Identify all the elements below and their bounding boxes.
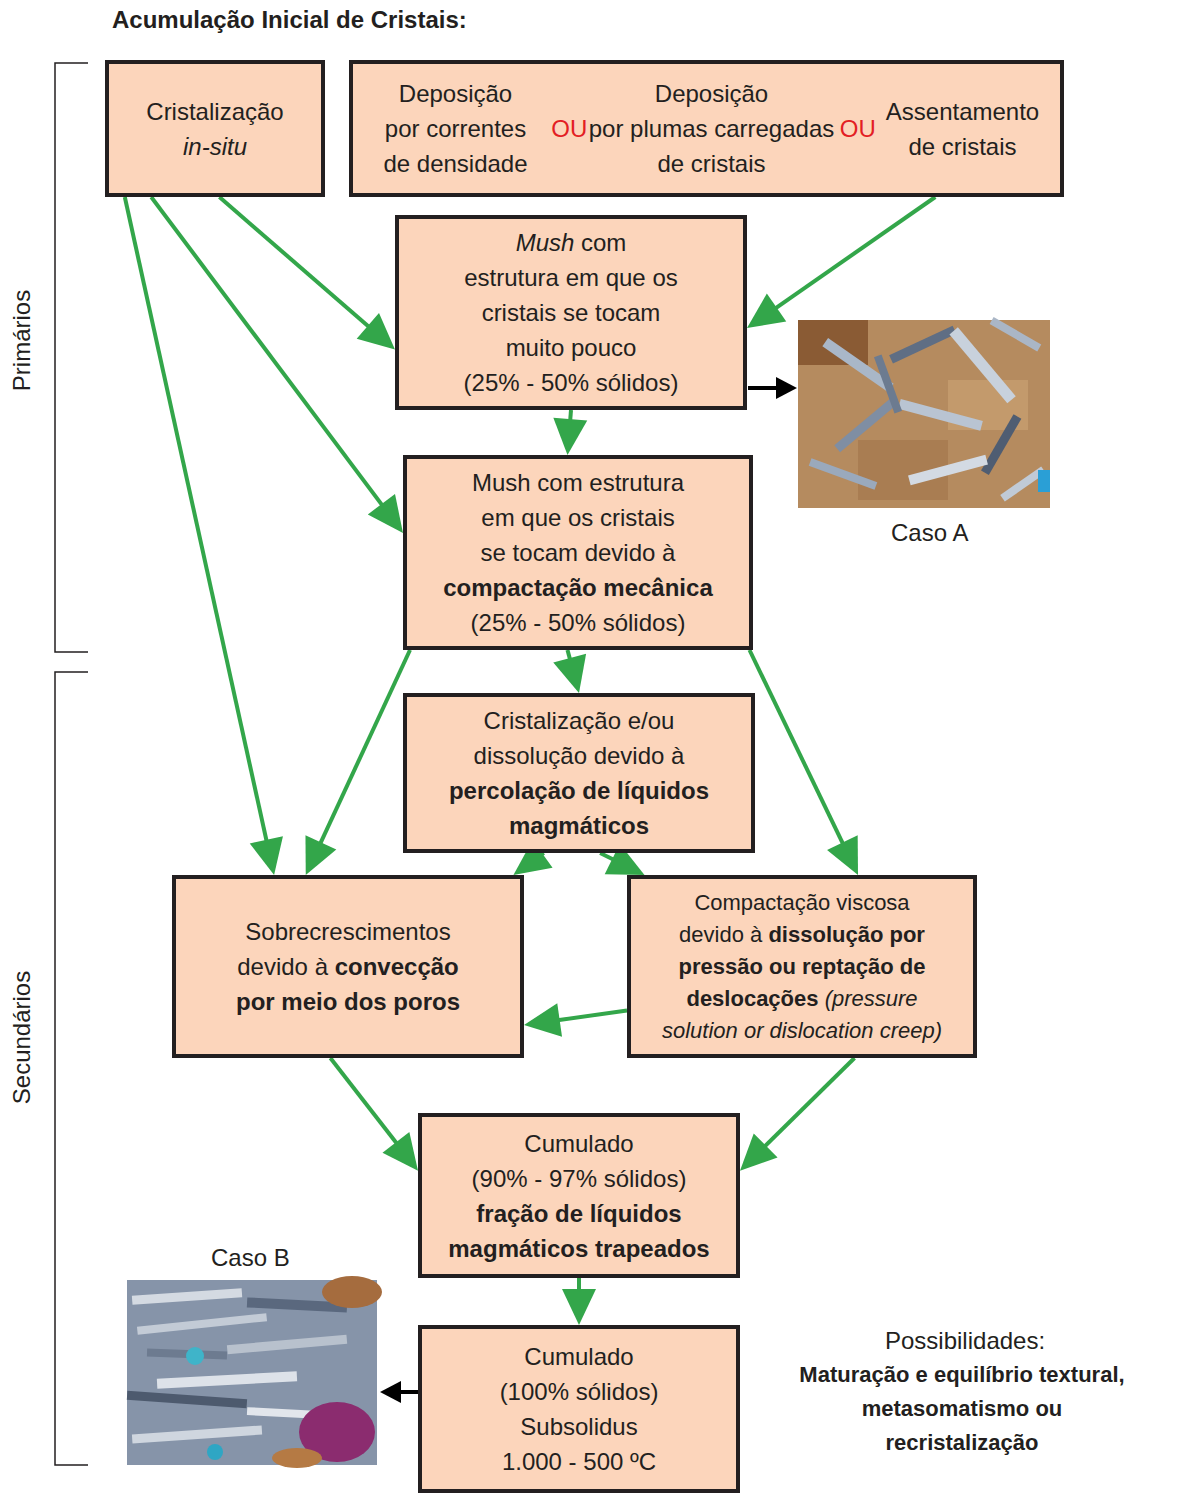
micrograph-ground	[127, 1280, 377, 1465]
process-box: Sobrecrescimentos devido à convecção por…	[172, 875, 524, 1058]
lath	[132, 1288, 242, 1305]
flow-arrow	[747, 197, 935, 328]
lath	[157, 1371, 297, 1388]
box-text: Sobrecrescimentos devido à convecção por…	[184, 914, 512, 1019]
micrograph-a	[798, 317, 1050, 508]
process-box: Cumulado (90% - 97% sólidos) fração de l…	[418, 1113, 740, 1278]
flow-line	[556, 1010, 627, 1020]
arrow-head	[250, 836, 283, 875]
arrow-head	[553, 418, 587, 455]
flow-line	[125, 197, 267, 844]
box-text: Assentamento de cristais	[875, 94, 1050, 164]
grain	[272, 1448, 322, 1468]
lath	[137, 1313, 267, 1335]
box-text: Mush com estrutura em que os cristais se…	[407, 225, 735, 400]
lath	[834, 397, 897, 452]
box-text: Cumulado (90% - 97% sólidos) fração de l…	[428, 1126, 730, 1266]
flow-line	[330, 1058, 398, 1145]
process-box: Cristalização in-situ	[105, 60, 325, 197]
arrow-head	[357, 313, 395, 349]
arrow-head	[382, 1132, 418, 1171]
arrow-head	[553, 654, 586, 693]
diagram-title: Acumulação Inicial de Cristais:	[112, 6, 467, 34]
process-box: Deposição por correntes de densidadeOUDe…	[349, 60, 1064, 197]
pointer-line	[748, 386, 780, 390]
box-text: Cristalização e/ou dissolução devido à p…	[411, 703, 747, 843]
box-text: Mush com estrutura em que os cristais se…	[415, 465, 741, 640]
pointer-head	[380, 1381, 401, 1403]
grain	[1038, 470, 1050, 492]
process-box: Cumulado (100% sólidos) Subsolidus 1.000…	[418, 1325, 740, 1493]
flow-arrow	[553, 650, 586, 693]
grain	[207, 1444, 223, 1460]
box-text: Deposição por correntes de densidade	[363, 76, 548, 181]
figure-label: Caso B	[211, 1239, 290, 1276]
flow-line	[773, 197, 935, 310]
box-text: Deposição por plumas carregadas de crist…	[587, 76, 837, 181]
arrow-head	[368, 494, 403, 533]
arrow-head	[305, 835, 336, 875]
note-heading: Possibilidades:	[885, 1322, 1045, 1359]
connector-word: OU	[840, 111, 872, 146]
bracket-primary	[55, 63, 88, 652]
lath	[132, 1425, 262, 1443]
flow-arrow	[305, 650, 410, 875]
flow-line	[763, 1058, 855, 1148]
process-box: Cristalização e/ou dissolução devido à p…	[403, 693, 755, 853]
flow-arrow	[750, 650, 859, 875]
pointer-head	[776, 377, 797, 399]
arrow-head	[827, 835, 858, 875]
process-box: Mush com estrutura em que os cristais se…	[395, 215, 747, 410]
flow-line	[219, 197, 370, 329]
box-text: Cumulado (100% sólidos) Subsolidus 1.000…	[428, 1339, 730, 1479]
box-text: Compactação viscosa devido à dissolução …	[637, 887, 967, 1047]
lath	[949, 327, 1015, 403]
connector-word: OU	[551, 111, 583, 146]
micrograph-ground	[798, 320, 1050, 508]
lath	[981, 414, 1021, 475]
flow-arrow	[553, 410, 587, 455]
grain	[186, 1347, 204, 1365]
bracket-secondary	[55, 672, 88, 1465]
micrograph-b	[127, 1276, 382, 1468]
lath	[908, 455, 988, 485]
process-box: Compactação viscosa devido à dissolução …	[627, 875, 977, 1058]
arrow-head	[562, 1289, 596, 1325]
lath	[227, 1335, 347, 1354]
grain	[322, 1276, 382, 1308]
note-text: Maturação e equilíbrio textural, metasom…	[747, 1358, 1177, 1460]
arrow-head	[747, 294, 786, 329]
flow-line	[750, 650, 845, 846]
process-box: Mush com estrutura em que os cristais se…	[403, 455, 753, 650]
section-label: Secundários	[3, 971, 40, 1104]
lath	[809, 458, 878, 489]
arrow-head	[524, 1003, 562, 1037]
flow-line	[319, 650, 410, 846]
flow-arrow	[330, 1058, 418, 1171]
lath	[889, 326, 956, 364]
lath	[990, 317, 1042, 351]
lath	[127, 1391, 247, 1408]
arrow-head	[740, 1133, 778, 1170]
flow-arrow	[524, 1003, 627, 1037]
figure-label: Caso A	[891, 514, 968, 551]
lath	[874, 354, 902, 413]
lath	[898, 399, 983, 431]
flow-arrow	[562, 1278, 596, 1325]
flow-arrow	[219, 197, 395, 350]
flow-arrow	[125, 197, 283, 875]
flow-arrow	[740, 1058, 855, 1171]
flow-line	[151, 197, 384, 507]
box-text: Cristalização in-situ	[117, 94, 313, 164]
section-label: Primários	[3, 290, 40, 391]
